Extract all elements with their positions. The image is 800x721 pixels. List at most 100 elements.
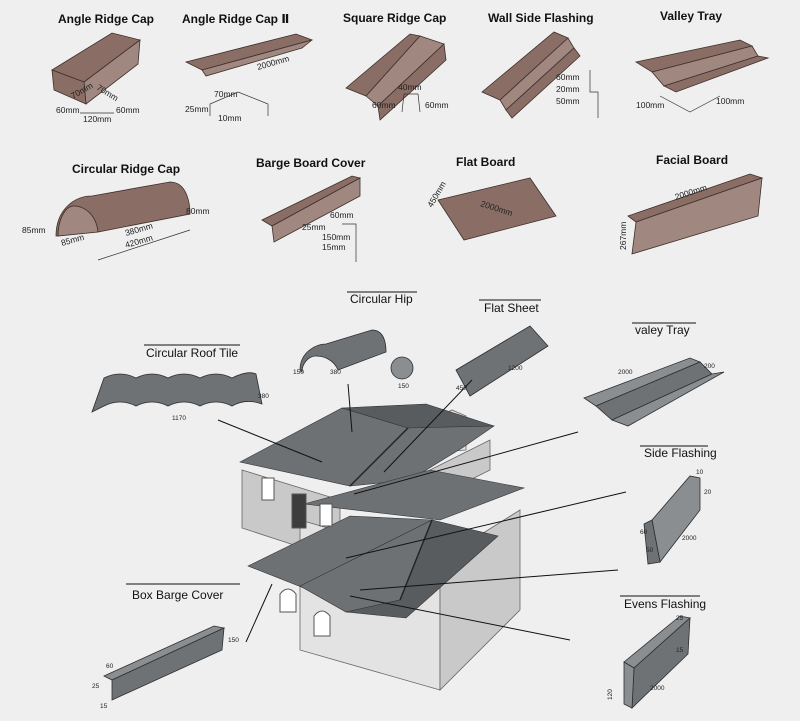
flat-board: Flat Board 450mm 2000mm [425, 155, 557, 241]
square-ridge-cap-dim-3: 60mm [425, 100, 449, 110]
wall-side-flashing-dim-2: 20mm [556, 84, 580, 94]
box-barge-cover-dim-1: 150 [228, 637, 239, 644]
callout-box-barge-cover [245, 583, 273, 643]
hip-ridge-line [349, 427, 409, 487]
flat-sheet: Flat Sheet 1200 450 [455, 299, 549, 397]
evens-flashing-dim-4: 2000 [650, 685, 665, 692]
valley-tray-right-wing [662, 55, 770, 93]
box-barge-cover-dim-2: 60 [106, 663, 114, 670]
angle-ridge-cap-end [51, 69, 87, 105]
angle-ridge-cap-dim-3: 60mm [56, 105, 80, 115]
valley-tray-title: Valley Tray [660, 9, 722, 23]
roof-mid-slope [303, 469, 526, 521]
window-2 [319, 503, 333, 527]
square-ridge-cap-dim-1: 40mm [398, 82, 422, 92]
angle-ridge-cap: Angle Ridge Cap 70mm 70mm 60mm 120mm 60m… [51, 12, 154, 124]
valey-tray-label: valey Tray [635, 323, 690, 337]
barge-board-cover-dim-1: 60mm [330, 210, 354, 220]
barge-board-cover-dim-4: 15mm [322, 242, 346, 252]
valley-tray: Valley Tray 100mm 100mm [634, 9, 770, 113]
wall-side-flashing-lip [505, 47, 581, 119]
callout-circular-hip [347, 383, 353, 433]
circular-ridge-cap-title: Circular Ridge Cap [72, 162, 180, 176]
evens-flashing-end [623, 661, 635, 709]
circular-ridge-cap-dim-2: 85mm [22, 225, 46, 235]
square-ridge-cap: Square Ridge Cap 40mm 60mm 60mm [343, 11, 449, 121]
facial-board-dim-2: 267mm [618, 222, 628, 250]
side-flashing-dim-2: 20 [704, 489, 712, 496]
flat-sheet-label: Flat Sheet [484, 301, 539, 315]
barge-board-cover: Barge Board Cover 60mm 25mm 150mm 15mm [256, 156, 366, 262]
angle-ridge-cap-2-profile [209, 91, 269, 116]
window-3 [279, 588, 297, 613]
square-ridge-cap-profile [401, 93, 421, 113]
side-flashing-label: Side Flashing [644, 446, 717, 460]
callout-side-flashing [345, 491, 627, 559]
callout-roof-tile [217, 419, 323, 463]
facial-board: Facial Board 2000mm 267mm [618, 153, 764, 255]
wall-side-flashing-dim-3: 50mm [556, 96, 580, 106]
valey-tray-right-wing [610, 371, 725, 427]
box-barge-cover-dim-3: 25 [92, 683, 100, 690]
square-ridge-cap-title: Square Ridge Cap [343, 11, 446, 25]
angle-ridge-cap-dim-4: 120mm [83, 114, 111, 124]
square-ridge-cap-dim-2: 60mm [372, 100, 396, 110]
callout-valey-tray [353, 431, 579, 495]
square-ridge-cap-flange [377, 43, 447, 121]
side-flashing: Side Flashing 10 20 60 50 2000 [640, 445, 717, 565]
box-barge-cover-label: Box Barge Cover [132, 588, 223, 602]
box-barge-cover-face [111, 627, 225, 701]
circular-roof-tile-label: Circular Roof Tile [146, 346, 238, 360]
wall-side-flashing: Wall Side Flashing 60mm 20mm 50mm [481, 11, 599, 119]
valley-tray-profile [659, 95, 721, 113]
box-barge-cover-dim-4: 15 [100, 703, 108, 710]
barge-board-cover-dim-2: 25mm [302, 222, 326, 232]
circular-hip-dim-3: 150 [398, 383, 409, 390]
facial-board-face [631, 177, 763, 255]
circular-hip-section [390, 356, 414, 380]
box-barge-cover: Box Barge Cover 150 60 25 15 [92, 583, 240, 710]
evens-flashing-dim-3: 120 [607, 689, 614, 700]
window-1 [261, 477, 275, 501]
flat-board-sheet [437, 177, 557, 241]
facial-board-title: Facial Board [656, 153, 728, 167]
valey-tray-dim-1: 2000 [618, 369, 633, 376]
valley-tray-dim-1: 100mm [636, 100, 664, 110]
window-4 [313, 610, 331, 637]
circular-roof-tile: Circular Roof Tile 380 1170 [91, 344, 269, 422]
wall-side-flashing-dim-1: 60mm [556, 72, 580, 82]
circular-ridge-cap-dim-line [97, 229, 191, 261]
angle-ridge-cap-title: Angle Ridge Cap [58, 12, 154, 26]
circular-ridge-cap: Circular Ridge Cap 80mm 85mm 85mm 380mm … [22, 162, 210, 261]
circular-roof-tile-body [91, 372, 263, 413]
circular-ridge-cap-dim-1: 80mm [186, 206, 210, 216]
angle-ridge-cap-2-dim-2: 70mm [214, 89, 238, 99]
evens-flashing-label: Evens Flashing [624, 597, 706, 611]
circular-roof-tile-dim-2: 1170 [172, 415, 186, 422]
flat-board-title: Flat Board [456, 155, 515, 169]
circular-hip-body [299, 329, 387, 373]
valey-tray: valey Tray 2000 200 [583, 322, 725, 427]
front-door [291, 493, 307, 529]
barge-board-cover-title: Barge Board Cover [256, 156, 366, 170]
barge-board-cover-face [271, 177, 361, 243]
flat-sheet-sheet [455, 325, 549, 397]
angle-ridge-cap-2-dim-3: 25mm [185, 104, 209, 114]
circular-hip-label: Circular Hip [350, 292, 413, 306]
wall-side-flashing-title: Wall Side Flashing [488, 11, 594, 25]
circular-roof-tile-dim-1: 380 [258, 393, 269, 400]
callout-lines [217, 379, 627, 643]
circular-hip-dim-2: 380 [330, 369, 341, 376]
circular-ridge-cap-end [57, 205, 99, 237]
valey-tray-dim-2: 200 [704, 363, 715, 370]
barge-board-cover-profile [342, 223, 357, 262]
callout-evens-flashing-1 [359, 569, 619, 591]
angle-ridge-cap-dim-5: 60mm [116, 105, 140, 115]
angle-ridge-cap-2-top [184, 33, 314, 71]
evens-flashing-dim-1: 25 [676, 615, 684, 622]
angle-ridge-cap-2-dim-4: 10mm [218, 113, 242, 123]
valley-tray-dim-2: 100mm [716, 96, 744, 106]
evens-flashing: Evens Flashing 25 15 120 2000 [607, 595, 706, 709]
side-flashing-face [651, 475, 701, 563]
